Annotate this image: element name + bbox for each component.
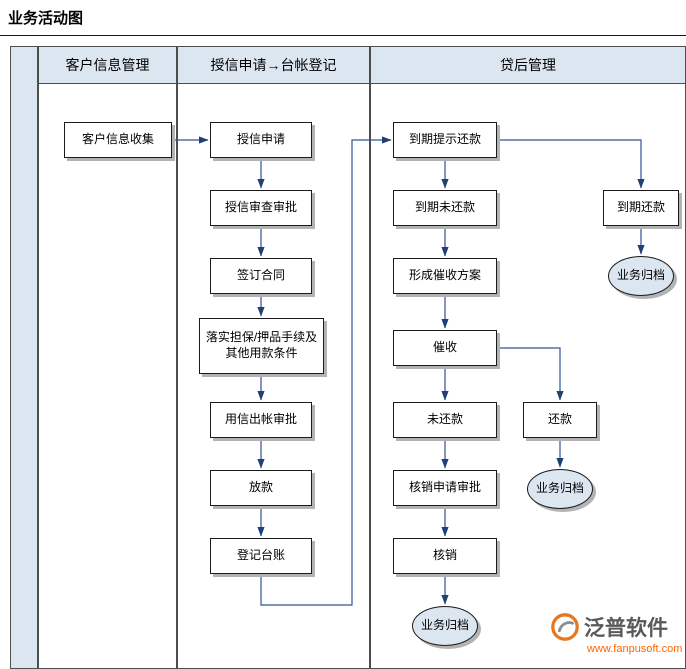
flow-node-loan-release: 放款 [210,470,312,506]
flow-node-collection-plan: 形成催收方案 [393,258,497,294]
flow-node-disbursement-approval: 用信出帐审批 [210,402,312,438]
flow-node-writeoff-approval: 核销申请审批 [393,470,497,506]
flow-node-overdue-unpaid: 到期未还款 [393,190,497,226]
flow-node-unpaid: 未还款 [393,402,497,438]
flow-node-collection: 催收 [393,330,497,366]
lane-header-customer-info: 客户信息管理 [38,46,177,84]
flow-node-customer-info-collect: 客户信息收集 [64,122,172,158]
lane-header-post-loan: 贷后管理 [370,46,686,84]
pool-strip [10,46,38,669]
flow-node-archive-due-repay: 业务归档 [608,256,674,296]
lane-header-credit-ledger: 授信申请→台帐登记 [177,46,370,84]
flow-node-guarantee-conditions: 落实担保/押品手续及其他用款条件 [199,318,324,374]
flow-node-sign-contract: 签订合同 [210,258,312,294]
flow-node-repay: 还款 [523,402,597,438]
flow-node-credit-review: 授信审查审批 [210,190,312,226]
watermark-brand: 泛普软件 [584,617,668,640]
watermark-url: www.fanpusoft.com [587,643,683,655]
flow-node-writeoff: 核销 [393,538,497,574]
fanpu-logo-icon [550,612,580,642]
flow-node-credit-apply: 授信申请 [210,122,312,158]
lane-body-customer-info [38,83,177,669]
lane-body-credit-ledger [177,83,370,669]
flow-node-archive-repay: 业务归档 [527,469,593,509]
flow-node-due-repay: 到期还款 [603,190,679,226]
watermark: 泛普软件 www.fanpusoft.com [550,612,684,655]
flow-node-due-reminder: 到期提示还款 [393,122,497,158]
lane-body-post-loan [370,83,686,669]
flow-node-archive-writeoff: 业务归档 [412,606,478,646]
diagram-title: 业务活动图 [0,0,686,36]
flow-node-register-ledger: 登记台账 [210,538,312,574]
